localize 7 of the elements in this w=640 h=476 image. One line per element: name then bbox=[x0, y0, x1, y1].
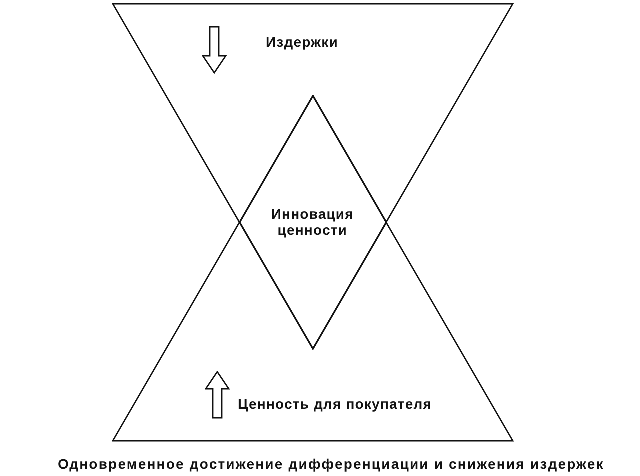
caption: Одновременное достижение дифференциации и снижения издержек bbox=[58, 456, 604, 472]
diamond-label: Инновация ценности bbox=[270, 206, 355, 238]
inverted-triangle bbox=[112, 3, 514, 350]
overlap-diamond bbox=[238, 95, 388, 350]
upright-triangle bbox=[112, 95, 514, 442]
triangle-label: Ценность для покупателя bbox=[238, 396, 432, 412]
triangle-label: Издержки bbox=[266, 34, 338, 50]
